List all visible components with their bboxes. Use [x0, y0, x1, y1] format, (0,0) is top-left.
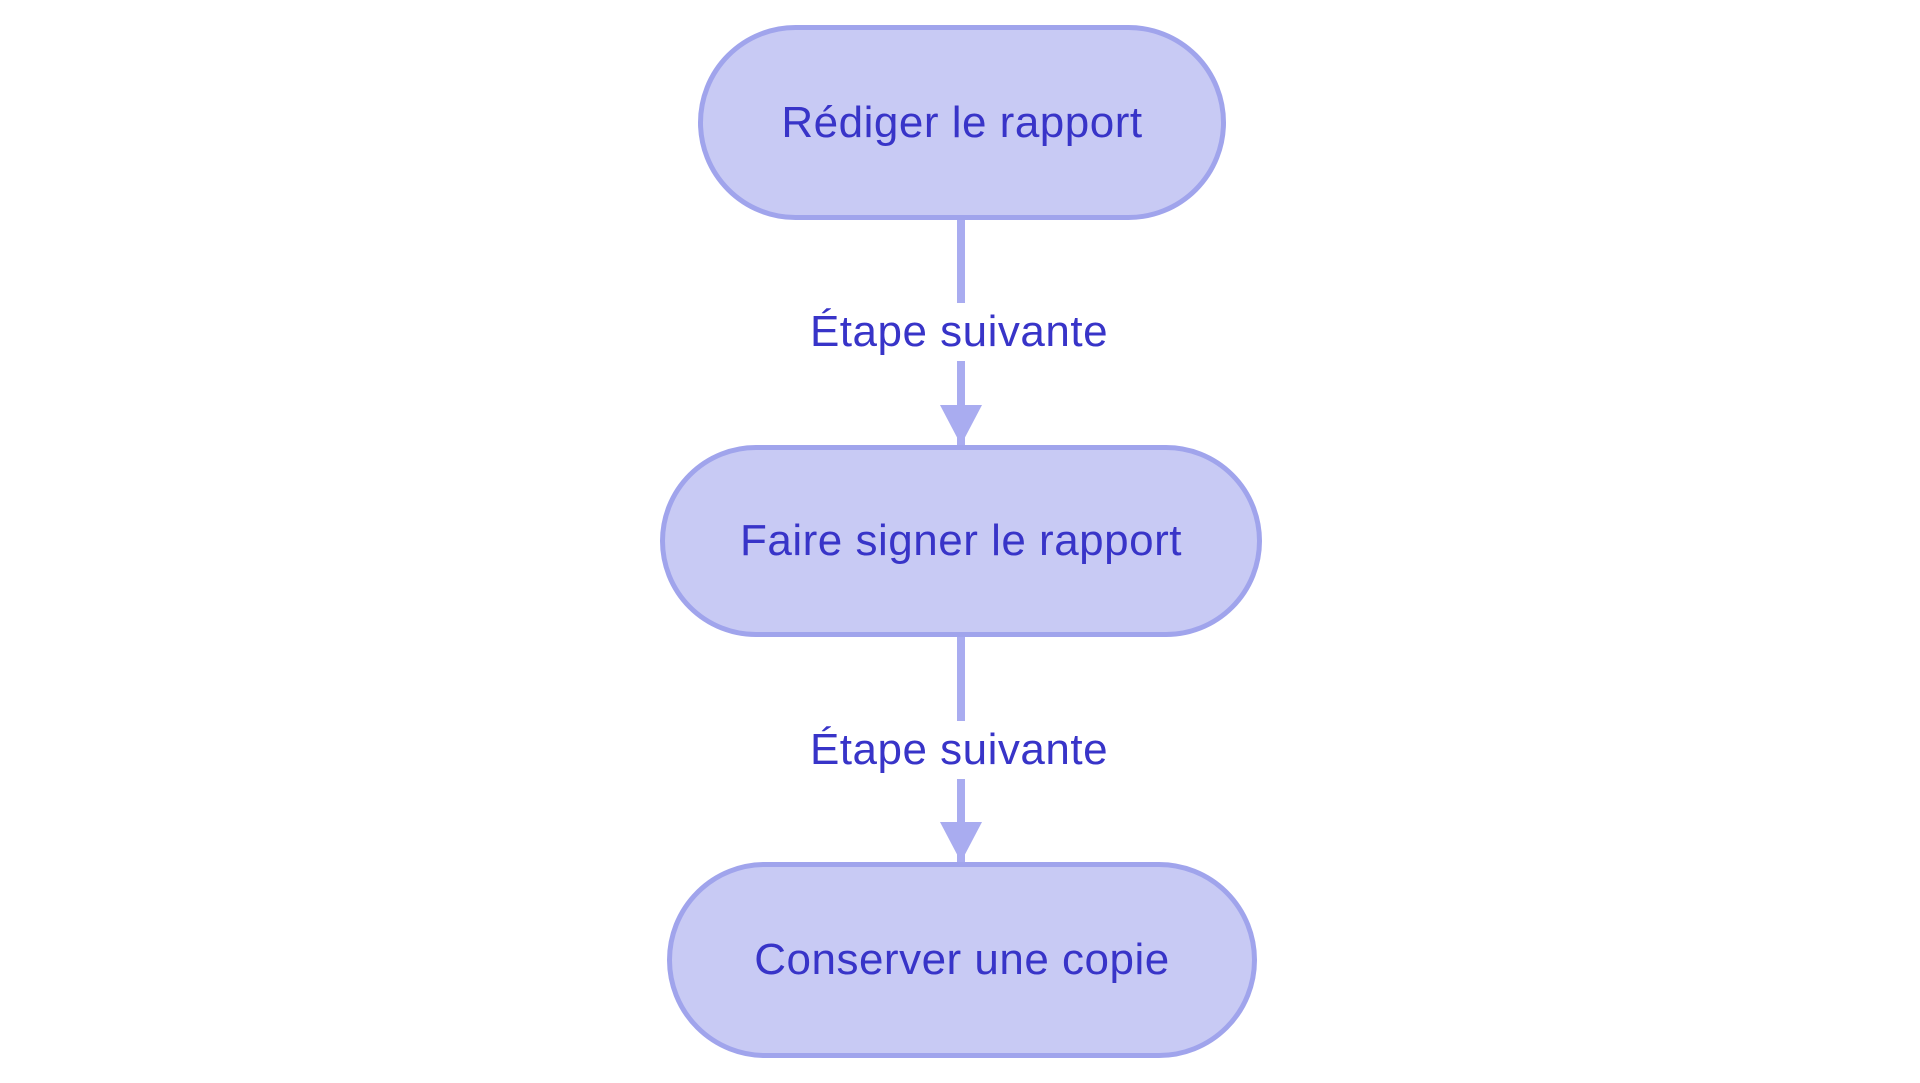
- node-conserver-une-copie: Conserver une copie: [667, 862, 1257, 1058]
- edge-label-etape-suivante-1: Étape suivante: [795, 303, 1123, 361]
- node-label: Rédiger le rapport: [781, 97, 1143, 147]
- node-rediger-le-rapport: Rédiger le rapport: [698, 25, 1226, 220]
- edge-label-etape-suivante-2: Étape suivante: [795, 721, 1123, 779]
- arrow-down-icon: [940, 822, 982, 862]
- node-faire-signer-le-rapport: Faire signer le rapport: [660, 445, 1262, 637]
- arrow-down-icon: [940, 405, 982, 445]
- node-label: Conserver une copie: [754, 935, 1170, 984]
- node-label: Faire signer le rapport: [740, 516, 1182, 565]
